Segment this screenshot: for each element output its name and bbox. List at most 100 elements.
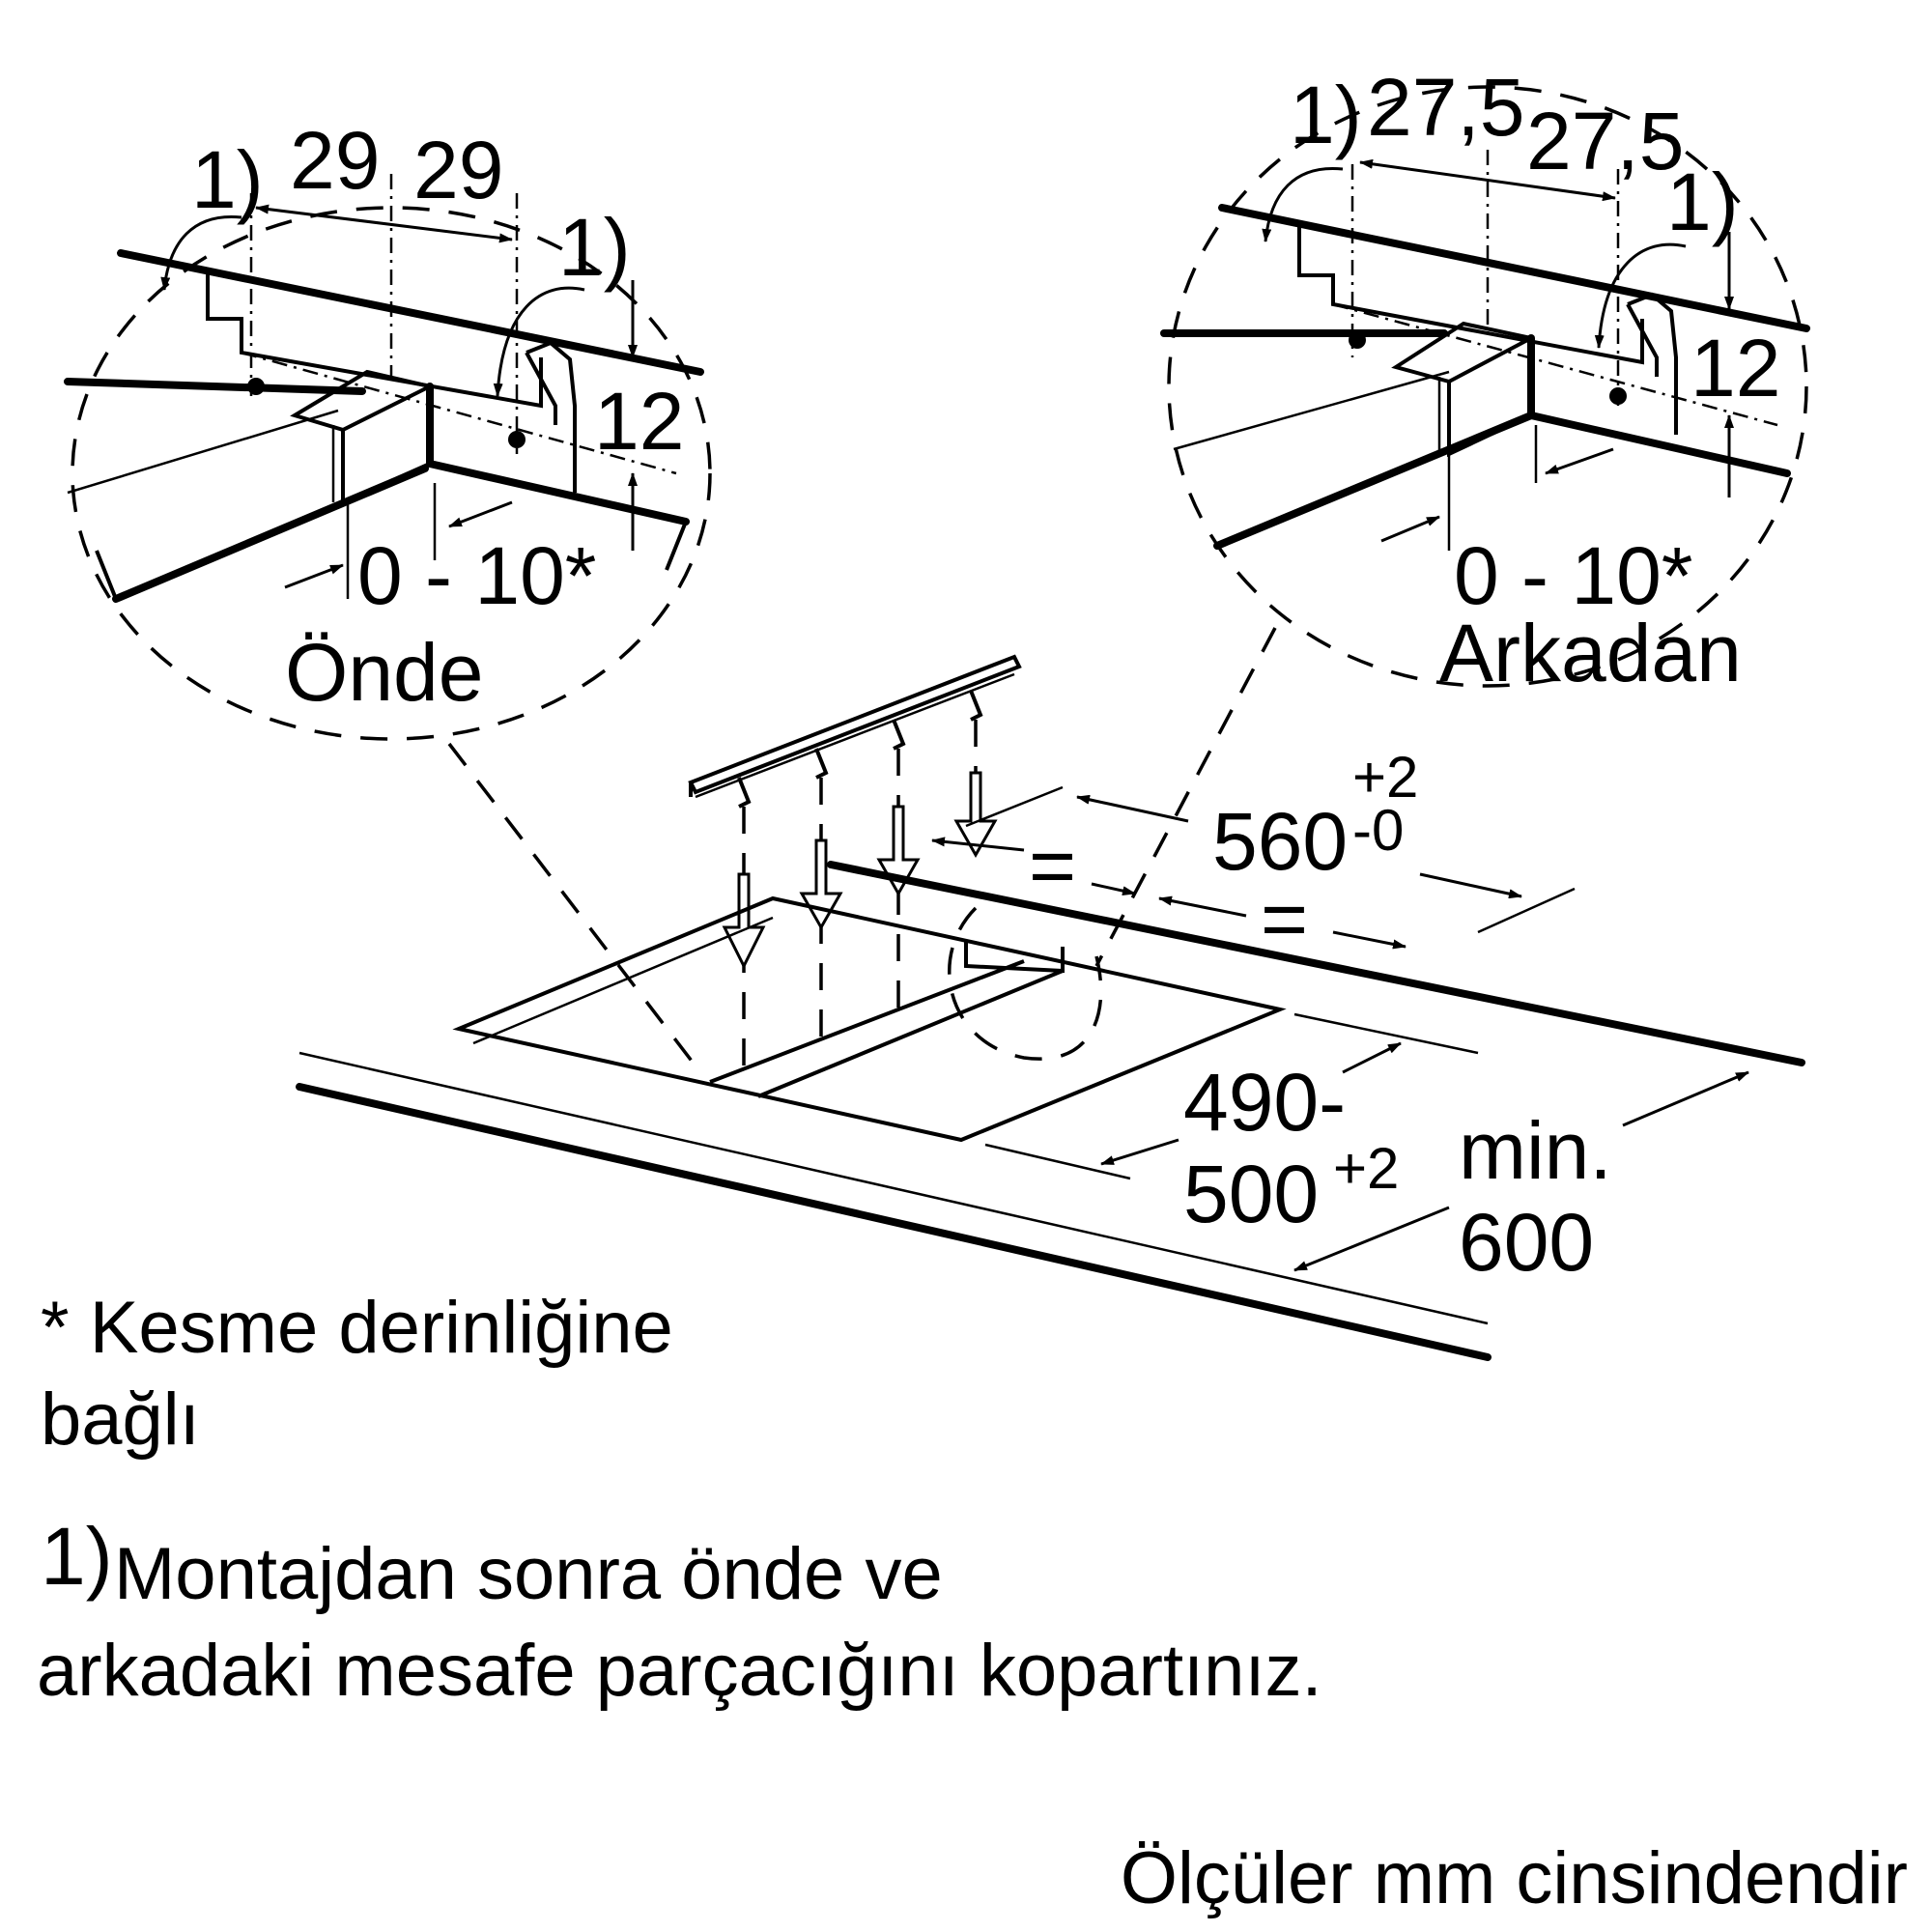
rear-height-dim: 12 [1690, 323, 1780, 413]
mounting-pin [737, 777, 752, 809]
extractor-bar-underside [695, 672, 1015, 799]
front-gap-range: 0 - 10* [357, 530, 597, 621]
front-hole-marker-b [508, 431, 526, 448]
depth-extension-a [1293, 1012, 1479, 1055]
rear-dim-a: 27,5 [1367, 62, 1525, 153]
front-dim-a: 29 [290, 115, 380, 206]
dim-560-extension-a [965, 785, 1064, 828]
width-dim-tol-upper: +2 [1352, 745, 1418, 810]
min-depth-arrow-up [1622, 1070, 1749, 1127]
rear-centerline-h [1332, 302, 1778, 427]
min-depth-value: 600 [1459, 1197, 1594, 1288]
rear-spacer-edge [1448, 336, 1532, 384]
rear-rail-mid [1173, 370, 1450, 451]
ref-note-marker: 1) [41, 1511, 113, 1602]
dim-560-extension-b [1477, 887, 1576, 934]
depth-dim-line1: 490- [1183, 1057, 1346, 1148]
extractor-bar [688, 654, 1022, 795]
front-note-ref-b: 1) [558, 202, 631, 293]
rear-width-dimension [1359, 158, 1616, 202]
rear-hole-marker-a [1349, 331, 1366, 349]
down-arrow [722, 872, 766, 970]
front-dim-b: 29 [413, 125, 503, 215]
front-curve-arrow-b [493, 286, 585, 397]
rear-spacer-block [1391, 321, 1533, 458]
width-dim-base: 560 [1212, 796, 1348, 887]
mounting-pins [737, 690, 983, 809]
rear-note-ref-a: 1) [1290, 70, 1362, 160]
front-clip-tab [526, 340, 577, 493]
asterisk-note-line1: * Kesme derinliğine [41, 1287, 673, 1369]
rear-detail-view: 1) 27,5 27,5 1) 12 0 - 10* Arkadan [1160, 62, 1810, 698]
dim-560-arrow-left [1076, 794, 1189, 823]
depth-arrow-down [1100, 1138, 1179, 1166]
rear-hole-marker-b [1609, 387, 1627, 405]
front-clip-tab-inner [525, 352, 557, 425]
worktop-front-edge-thick [296, 1083, 1492, 1361]
depth-dim-line2-tol: +2 [1333, 1136, 1399, 1201]
front-rail-mid [67, 409, 339, 495]
cooktop-assembly: 560 +2 -0 = = 490- 500 +2 min. 600 [296, 654, 1805, 1361]
rear-curve-arrow-b [1594, 242, 1687, 349]
ref-note-line2: arkadaki mesafe parçacığını kopartınız. [37, 1630, 1322, 1712]
front-gap-arrow-right [448, 500, 513, 528]
front-gap-arrow-left [284, 563, 344, 589]
equal-arrow-a-left [931, 837, 1025, 852]
front-rail-top [64, 378, 366, 395]
dim-560-arrow-right [1419, 872, 1522, 899]
ref-note-line1: Montajdan sonra önde ve [114, 1533, 943, 1615]
cutout-spacer [964, 942, 1065, 974]
front-hole-marker-a [247, 378, 265, 395]
width-dim-tol-lower: -0 [1352, 798, 1404, 863]
front-detail-view: 1) 29 29 1) 12 0 - 10* Önde [64, 115, 712, 741]
rear-clip-tab [1627, 292, 1678, 435]
front-note-ref-a: 1) [191, 134, 264, 225]
front-detail-leader [447, 742, 702, 1074]
down-arrow [799, 838, 843, 931]
down-arrow [953, 771, 998, 859]
depth-dim-line2-base: 500 [1183, 1149, 1319, 1239]
rear-detail-marker [948, 906, 1103, 1061]
equal-arrow-b-left [1158, 895, 1247, 918]
rear-detail-leader [1094, 627, 1277, 967]
front-caption: Önde [285, 627, 484, 718]
front-detail-circle [71, 206, 712, 741]
front-worktop-edge [117, 249, 704, 376]
front-spacer-edge [342, 384, 431, 432]
front-centerline-h [241, 351, 677, 475]
front-height-dim: 12 [594, 376, 684, 467]
rear-detail-circle [1167, 85, 1808, 688]
mounting-pin [814, 748, 829, 780]
cutout-divider-b [757, 969, 1064, 1098]
worktop-front-edge [298, 1051, 1489, 1325]
front-cutout-bottom [426, 460, 690, 526]
min-depth-label: min. [1459, 1105, 1612, 1196]
rear-clip-tab-inner [1626, 303, 1659, 377]
equal-arrow-b-right [1332, 930, 1406, 950]
rear-dim-b: 27,5 [1526, 96, 1685, 186]
worktop-cutout [452, 895, 1287, 1143]
rear-note-ref-b: 1) [1666, 156, 1739, 247]
cutout-inner-edge [472, 916, 774, 1045]
rear-worktop-edge [1218, 204, 1810, 332]
rear-cutout-bottom [1527, 412, 1791, 477]
front-curve-arrow-a [160, 214, 242, 291]
equal-mark-b: = [1261, 873, 1308, 964]
equal-mark-a: = [1029, 820, 1076, 911]
units-note: Ölçüler mm cinsindendir [1121, 1837, 1908, 1919]
insertion-arrows [722, 771, 998, 970]
cutout-divider [709, 959, 1025, 1084]
depth-extension-b [984, 1143, 1131, 1180]
front-rail-end [95, 550, 118, 600]
front-recess [206, 270, 543, 409]
rear-curve-arrow-a [1262, 166, 1344, 242]
rear-rail-bottom [1213, 412, 1535, 550]
footnotes: * Kesme derinliğine bağlı 1) Montajdan s… [37, 1287, 1322, 1712]
rear-gap-arrow-left [1380, 515, 1440, 543]
mounting-pin [969, 690, 983, 722]
rear-caption: Arkadan [1439, 608, 1742, 698]
worktop-back-edge [827, 861, 1805, 1066]
front-width-dimension [255, 204, 513, 243]
rear-gap-arrow-right [1545, 447, 1614, 475]
